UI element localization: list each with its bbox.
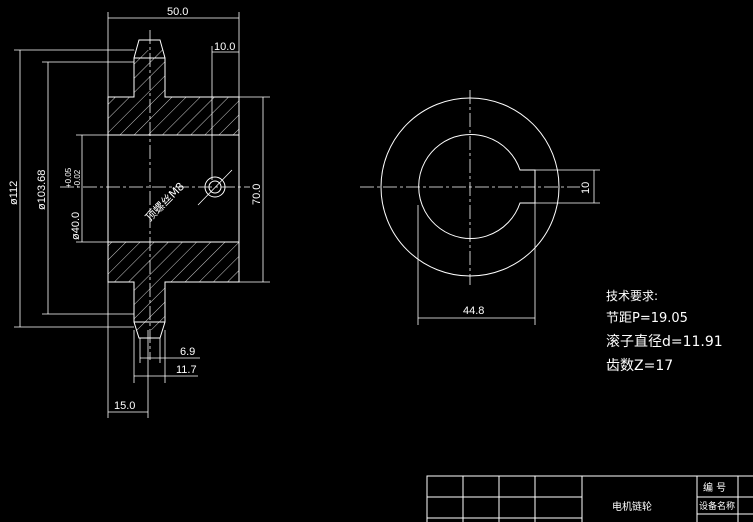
section-dimensions (14, 12, 270, 418)
tech-roller: 滚子直径d=11.91 (606, 333, 723, 350)
dim-hub-diameter: 70.0 (251, 184, 263, 205)
tech-teeth: 齿数Z=17 (606, 358, 673, 374)
dim-bore-tol-lower: -0.02 (73, 169, 82, 188)
upper-hub-outline (107, 39, 240, 135)
title-number-label: 编 号 (703, 481, 726, 494)
callout-set-screw: 顶螺丝M8 (143, 180, 187, 224)
hatch-lower-tooth (134, 282, 165, 330)
end-view-dimension-labels: 10 44.8 (463, 182, 592, 317)
end-view-dimensions (417, 169, 600, 325)
hatch-lower-hub (108, 242, 239, 282)
title-block-text: 电机链轮 编 号 设备名称 (612, 481, 735, 513)
technical-requirements: 技术要求: 节距P=19.05 滚子直径d=11.91 齿数Z=17 (606, 289, 723, 374)
dim-hub-offset: 15.0 (114, 400, 135, 412)
section-view (60, 30, 250, 360)
dim-bore-diameter: ø40.0 (70, 212, 82, 240)
title-device-label: 设备名称 (699, 500, 735, 512)
dim-tooth-width-2: 11.7 (176, 364, 197, 376)
set-screw-leader (197, 169, 233, 206)
title-block (426, 475, 753, 522)
dim-key-height: 10 (580, 182, 592, 194)
lower-hub-outline (107, 242, 240, 339)
end-view (360, 90, 580, 285)
tech-title: 技术要求: (606, 289, 658, 303)
title-part-name: 电机链轮 (612, 500, 652, 513)
dim-bore-tol-upper: +0.05 (64, 167, 73, 188)
end-view-bore-keyway (418, 134, 536, 239)
tech-pitch: 节距P=19.05 (606, 311, 688, 326)
dim-keyway-depth: 10.0 (214, 41, 235, 53)
dim-width-top: 50.0 (167, 6, 188, 18)
hatch-upper-hub (108, 97, 239, 135)
hatch-upper-tooth (134, 50, 165, 97)
dim-outer-diameter: ø112 (8, 181, 20, 205)
dim-tooth-width-1: 6.9 (180, 346, 195, 358)
dim-bore-to-key: 44.8 (463, 305, 484, 317)
dim-pitch-diameter: ø103.68 (36, 170, 48, 210)
